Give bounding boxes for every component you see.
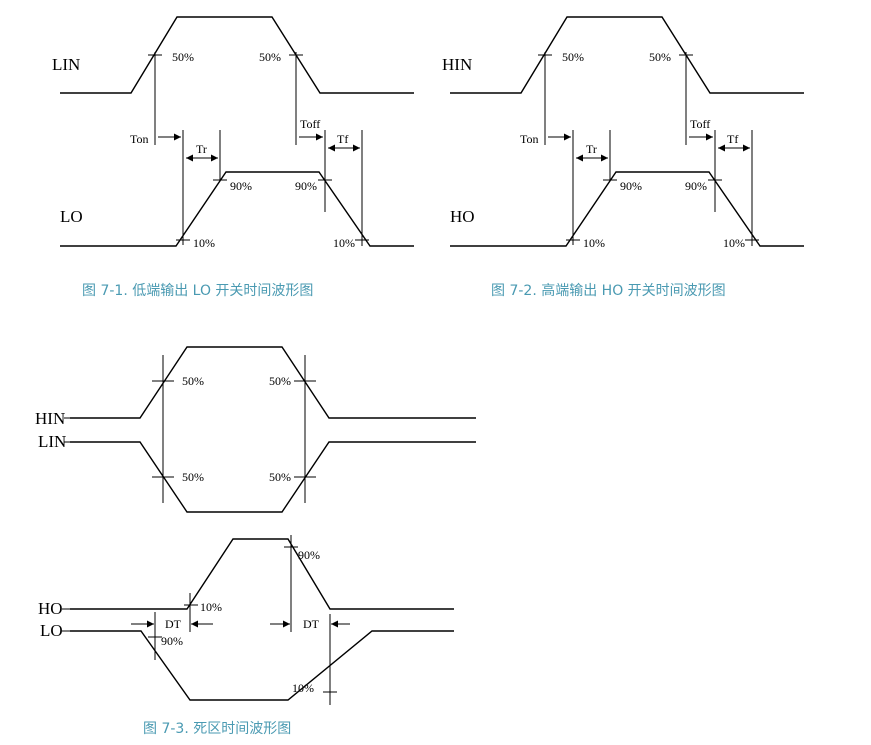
dt-label: DT (165, 617, 182, 631)
figure-7-1: LIN LO 50% 50% 90% 90% 10% 10% Ton Tr To… (52, 16, 414, 299)
signal-label-lo: LO (40, 621, 63, 640)
figure-7-3: HIN LIN 50% 50% 50% 50% HO LO (35, 346, 476, 737)
pct-label: 50% (182, 374, 204, 388)
signal-label-ho: HO (450, 207, 475, 226)
signal-label-lin: LIN (38, 432, 66, 451)
toff-label: Toff (690, 117, 710, 131)
pct-label: 10% (292, 681, 314, 695)
tr-label: Tr (196, 142, 207, 156)
signal-label-hin: HIN (35, 409, 65, 428)
caption-fig-7-2: 图 7-2. 高端输出 HO 开关时间波形图 (491, 282, 726, 299)
pct-label: 90% (161, 634, 183, 648)
ho-waveform (450, 171, 804, 247)
lo-waveform (70, 630, 454, 701)
pct-label: 50% (562, 50, 584, 64)
pct-label: 10% (333, 236, 355, 250)
pct-label: 90% (298, 548, 320, 562)
ho-waveform (70, 538, 454, 610)
pct-label: 10% (200, 600, 222, 614)
caption-fig-7-1: 图 7-1. 低端输出 LO 开关时间波形图 (82, 283, 313, 299)
tr-label: Tr (586, 142, 597, 156)
lin-waveform (70, 441, 476, 513)
pct-label: 50% (649, 50, 671, 64)
hin-waveform (450, 16, 804, 94)
pct-label: 10% (583, 236, 605, 250)
caption-fig-7-3: 图 7-3. 死区时间波形图 (143, 721, 291, 737)
pct-label: 10% (193, 236, 215, 250)
pct-label: 50% (269, 374, 291, 388)
lo-waveform (60, 171, 414, 247)
pct-label: 10% (723, 236, 745, 250)
ton-label: Ton (520, 132, 539, 146)
toff-label: Toff (300, 117, 320, 131)
pct-label: 90% (620, 179, 642, 193)
pct-label: 50% (259, 50, 281, 64)
signal-label-lo: LO (60, 207, 83, 226)
signal-label-ho: HO (38, 599, 63, 618)
pct-label: 50% (182, 470, 204, 484)
tf-label: Tf (727, 132, 738, 146)
pct-label: 90% (295, 179, 317, 193)
figure-7-2: HIN HO 50% 50% 90% 90% 10% 10% Ton Tr To… (442, 16, 804, 299)
dt-label: DT (303, 617, 320, 631)
hin-waveform (70, 346, 476, 419)
pct-label: 50% (269, 470, 291, 484)
ton-label: Ton (130, 132, 149, 146)
lin-waveform (60, 16, 414, 94)
signal-label-lin: LIN (52, 55, 80, 74)
signal-label-hin: HIN (442, 55, 472, 74)
pct-label: 50% (172, 50, 194, 64)
tf-label: Tf (337, 132, 348, 146)
pct-label: 90% (685, 179, 707, 193)
pct-label: 90% (230, 179, 252, 193)
